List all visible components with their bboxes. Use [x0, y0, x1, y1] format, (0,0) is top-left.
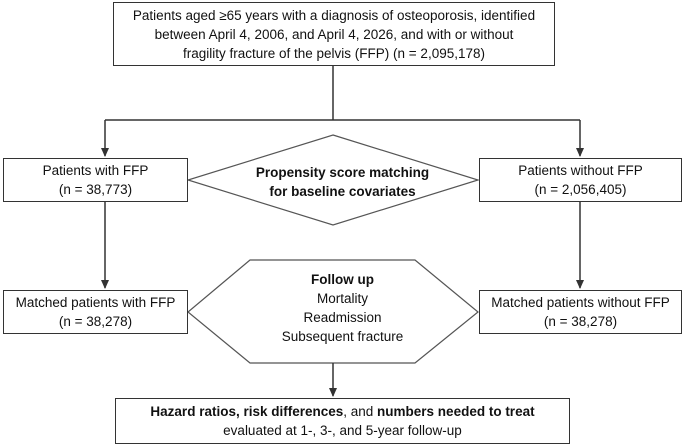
matched-without-ffp-label: Matched patients without FFP — [491, 295, 670, 310]
without-ffp-box: Patients without FFP (n = 2,056,405) — [479, 158, 682, 202]
matching-diamond — [185, 134, 481, 226]
follow-up-item-mortality: Mortality — [316, 291, 368, 306]
outcome-line-2: evaluated at 1-, 3-, and 5-year follow-u… — [223, 423, 462, 438]
follow-up-item-readmission: Readmission — [303, 310, 382, 325]
outcome-measures-bold: Hazard ratios, risk differences — [150, 404, 344, 419]
follow-up-title: Follow up — [311, 272, 374, 287]
matched-without-ffp-count: (n = 38,278) — [543, 314, 618, 329]
follow-up-hexagon — [187, 259, 479, 364]
follow-up-text: Follow up Mortality Readmission Subseque… — [220, 270, 465, 346]
with-ffp-count: (n = 38,773) — [58, 182, 133, 197]
with-ffp-box: Patients with FFP (n = 38,773) — [3, 158, 188, 202]
cohort-line-1: Patients aged ≥65 years with a diagnosis… — [132, 7, 536, 23]
matched-with-ffp-label: Matched patients with FFP — [15, 295, 176, 310]
outcome-connector: , and — [343, 404, 378, 419]
without-ffp-label: Patients without FFP — [518, 163, 643, 178]
matched-without-ffp-box: Matched patients without FFP (n = 38,278… — [479, 290, 682, 334]
follow-up-item-fracture: Subsequent fracture — [281, 329, 404, 344]
cohort-line-2: between April 4, 2006, and April 4, 2026… — [154, 26, 514, 42]
without-ffp-count: (n = 2,056,405) — [534, 182, 627, 197]
cohort-line-3: fragility fracture of the pelvis (FFP) (… — [182, 45, 485, 61]
matching-line-1: Propensity score matching — [255, 165, 430, 180]
outcome-nnt-bold: numbers needed to treat — [377, 404, 535, 419]
matched-with-ffp-box: Matched patients with FFP (n = 38,278) — [3, 290, 188, 334]
outcome-line-1: Hazard ratios, risk differences, and num… — [150, 402, 534, 421]
with-ffp-label: Patients with FFP — [42, 163, 149, 178]
matching-line-2: for baseline covariates — [269, 184, 416, 199]
outcome-box: Hazard ratios, risk differences, and num… — [115, 398, 570, 444]
matching-text: Propensity score matching for baseline c… — [220, 163, 465, 201]
cohort-box: Patients aged ≥65 years with a diagnosis… — [113, 2, 555, 66]
matched-with-ffp-count: (n = 38,278) — [58, 314, 133, 329]
